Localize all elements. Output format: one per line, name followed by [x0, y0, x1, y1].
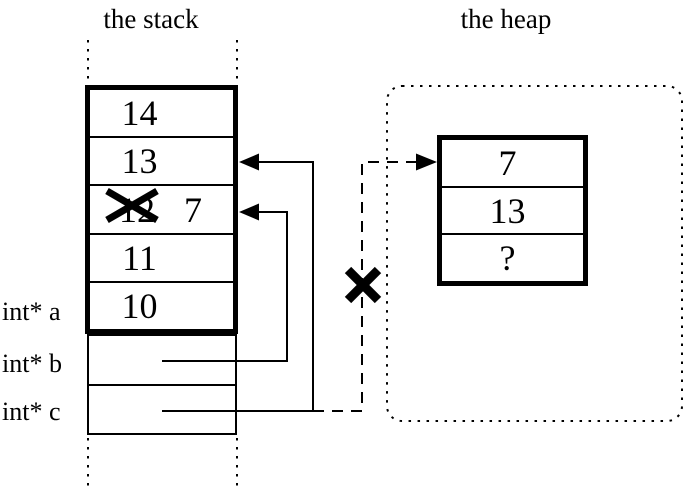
stack-cell-10: 10 [90, 280, 233, 329]
crossed-out-value: 12 [105, 187, 159, 230]
stack-title: the stack [103, 4, 199, 34]
stack-cell-value: 13 [121, 141, 158, 182]
heap-cell-value: 7 [498, 142, 517, 183]
stack-cell-value: 14 [121, 93, 158, 134]
heap-title: the heap [460, 4, 552, 34]
stack-cell-value: 10 [121, 285, 158, 326]
pointer-variable-rows [87, 334, 237, 435]
heap-cell-2: ? [442, 233, 583, 281]
stack-cell-11: 11 [90, 232, 233, 281]
pointer-b-arrowhead [239, 203, 259, 221]
pointer-label-c: int* c [2, 397, 61, 426]
heap-cell-value: 13 [489, 190, 526, 231]
heap-cell-value: ? [499, 238, 516, 279]
invalid-pointer-x-icon [344, 266, 382, 304]
stack-box: 14 13 12 7 11 10 [85, 85, 238, 334]
dangling-pointer-arrowhead [416, 153, 437, 171]
pointer-c-arrowhead [239, 153, 259, 171]
stack-cell-14: 14 [90, 90, 233, 136]
pointer-cell-c [89, 383, 235, 434]
stack-cell-12-overwritten: 12 7 [90, 184, 233, 232]
replacement-value: 7 [184, 189, 202, 230]
pointer-cell-b [89, 336, 235, 384]
stack-cell-13: 13 [90, 136, 233, 184]
pointer-label-b: int* b [2, 349, 62, 378]
dangling-pointer-dashed-line [313, 161, 417, 412]
old-value: 12 [119, 189, 155, 230]
stack-cell-value: 11 [122, 237, 157, 278]
pointer-label-a: int* a [2, 297, 61, 326]
heap-cell-1: 13 [442, 185, 583, 234]
heap-box: 7 13 ? [437, 135, 588, 286]
heap-cell-0: 7 [442, 140, 583, 186]
